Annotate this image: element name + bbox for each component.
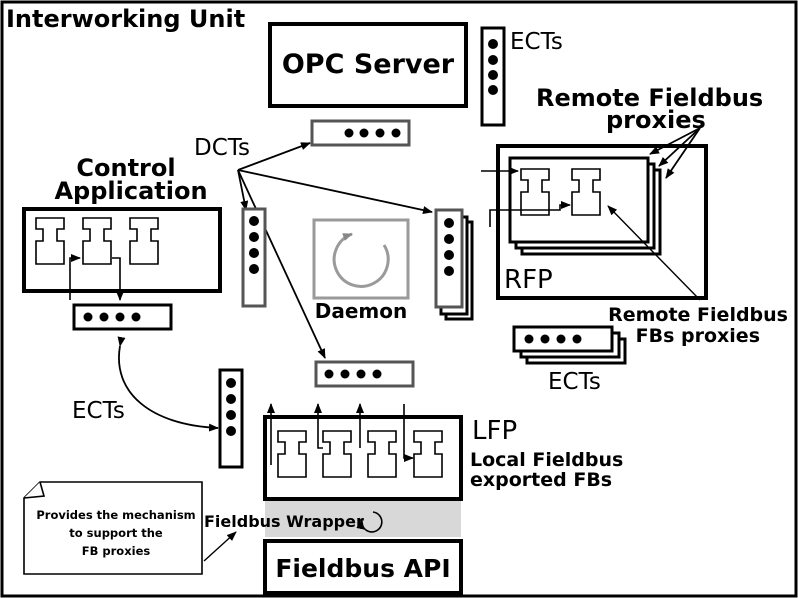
lfp-fb-2 [322, 430, 352, 478]
lfp-fb-4 [413, 430, 443, 478]
lfp-links [267, 403, 414, 465]
rfp-links [481, 167, 571, 227]
note-box [23, 481, 203, 575]
ects-curve-arrow [117, 336, 219, 432]
lfp-label: LFP [472, 416, 517, 446]
daemon-cycle-icon [332, 232, 390, 288]
fieldbus-wrapper-cycle-icon [356, 511, 383, 533]
control-app-links [69, 254, 124, 301]
dct-queue-control [241, 207, 267, 308]
local-exported-label-2: exported FBs [470, 469, 612, 491]
ect-queue-lfp [218, 368, 244, 469]
control-fb-3 [129, 217, 159, 265]
daemon-box [312, 218, 410, 300]
ects-top-label: ECTs [510, 29, 563, 55]
note-line-3: FB proxies [82, 544, 151, 558]
dct-queue-opc [310, 119, 411, 147]
interworking-unit-title: Interworking Unit [6, 5, 245, 33]
control-application-label-1: Control [76, 154, 175, 182]
remote-fbs-proxies-label-1: Remote Fieldbus [608, 304, 788, 326]
ect-queue-control [72, 303, 173, 331]
lfp-fb-3 [367, 430, 397, 478]
dcts-label: DCTs [194, 135, 250, 161]
rfp-fb-2 [571, 168, 601, 216]
daemon-label: Daemon [315, 299, 407, 323]
remote-fieldbus-proxies-label-2: proxies [606, 106, 706, 134]
ect-queue-opc [480, 26, 506, 127]
control-application-label-2: Application [54, 177, 207, 205]
dct-queue-lfp [314, 360, 415, 388]
opc-server-box [268, 22, 468, 108]
opc-server-label: OPC Server [282, 49, 455, 80]
fieldbus-wrapper-label: Fieldbus Wrapper [204, 512, 364, 531]
ects-right-label: ECTs [548, 369, 601, 395]
dct-queue-rfp-stack [434, 208, 474, 321]
ect-queue-rfp-stack [512, 325, 627, 365]
lfp-fb-1 [277, 430, 307, 478]
note-line-1: Provides the mechanism [36, 508, 195, 522]
remote-fbs-pointer [607, 205, 701, 301]
control-fb-1 [35, 217, 65, 265]
dct-arrows [237, 142, 433, 359]
note-pointer [203, 531, 237, 562]
remote-fieldbus-proxies-label-1: Remote Fieldbus [536, 84, 763, 112]
fieldbus-api-box [263, 539, 463, 595]
local-exported-label-1: Local Fieldbus [470, 449, 623, 471]
control-fb-2 [82, 217, 112, 265]
rfp-label: RFP [504, 265, 553, 295]
fieldbus-wrapper-bar [265, 501, 461, 537]
proxies-pointer-arrows [649, 127, 701, 179]
remote-fbs-proxies-label-2: FBs proxies [636, 325, 760, 347]
ects-left-label: ECTs [72, 398, 125, 424]
note-line-2: to support the [69, 526, 163, 540]
fieldbus-api-label: Fieldbus API [275, 554, 450, 583]
rfp-fb-1 [520, 168, 550, 216]
